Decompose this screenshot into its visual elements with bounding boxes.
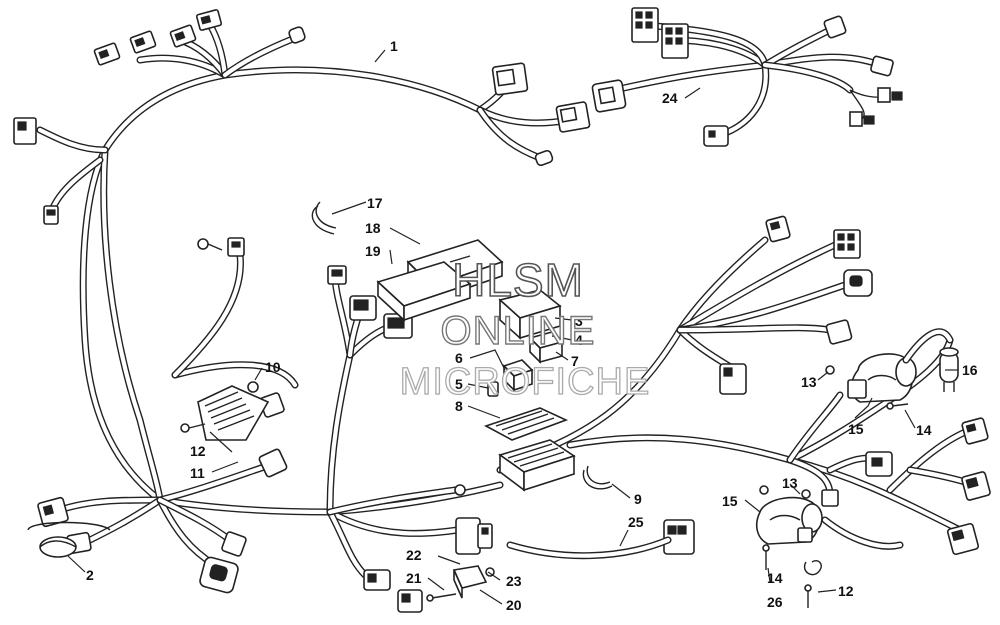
connector-bottom-center-a [455,517,493,555]
fuse-card-8 [483,407,569,441]
voltage-regulator [180,381,270,441]
callout-14-upper: 14 [916,422,932,438]
main-harness [36,21,574,579]
clip-9 [582,465,613,490]
sensor-23 [452,565,495,599]
callout-12-upper: 12 [190,443,206,459]
callout-16: 16 [962,362,978,378]
callout-12-lower: 12 [838,583,854,599]
connector-bottom-center-c [397,589,423,613]
grommet-2 [27,521,111,558]
callout-14-lower: 14 [767,570,783,586]
callout-6: 6 [455,350,463,366]
watermark-line-3: MICROFICHE [400,361,651,403]
connector-right-b [833,229,861,259]
connector-right-j [821,489,839,507]
callout-24: 24 [662,90,678,106]
connectors [13,7,991,613]
callout-26: 26 [767,594,783,610]
connector-bottom-center-b [363,569,391,591]
connector-right-d [825,319,853,345]
connector-left-small [43,205,59,225]
leader-lines [67,49,958,605]
relay-5 [502,359,534,392]
connector-low-left-a [37,496,69,528]
callout-7: 7 [571,353,579,369]
connector-center-b [349,295,377,321]
connector-ring-terminal [197,238,223,251]
connector-11-plug [258,448,288,478]
callout-13-lower: 13 [782,475,798,491]
ecu-19 [376,261,472,322]
connector-top-small [288,26,306,44]
callout-17: 17 [367,195,383,211]
callout-25: 25 [628,514,644,530]
connector-low-left-c [221,531,247,557]
connector-top-left-1 [93,42,121,66]
connector-24-d [703,125,729,147]
connector-right-i [865,451,893,477]
watermark-line-1: HLSM [452,254,584,306]
callout-8: 8 [455,398,463,414]
connector-right-g [961,471,991,501]
callout-22: 22 [406,547,422,563]
callout-2: 2 [86,567,94,583]
watermark: HLSM ONLINE MICROFICHE [399,253,651,403]
callout-19: 19 [365,243,381,259]
callout-9: 9 [634,491,642,507]
connector-right-f [961,417,989,445]
ignition-coil-15-upper [825,328,954,410]
callout-1: 1 [390,38,398,54]
connector-center-left-a [227,237,245,257]
callout-18: 18 [365,220,381,236]
connector-24-f [870,55,894,77]
connector-24-b [661,23,689,59]
fuse-block [498,439,576,492]
callout-15-upper: 15 [848,421,864,437]
callout-labels: 1 2 3 4 5 6 7 8 9 10 11 12 12 13 13 14 1… [86,38,978,613]
connector-25 [663,519,695,555]
connector-24-g [877,87,903,103]
callout-11: 11 [190,465,205,481]
relay-6 [528,331,564,364]
watermark-line-2: ONLINE [441,309,596,353]
callout-10: 10 [265,359,281,375]
connector-24-h [849,111,875,127]
connector-ring-terminal-2 [454,484,466,496]
callout-15-lower: 15 [722,493,738,509]
connector-top-left-4 [195,9,223,31]
callout-23: 23 [506,573,522,589]
connector-right-c [843,269,873,297]
callout-5: 5 [455,376,463,392]
connector-right-h [946,522,980,556]
connector-right-e [719,363,747,395]
connector-24-e [823,15,847,39]
callout-4: 4 [575,332,583,348]
connector-left-edge [13,117,37,145]
connector-right-a [765,215,791,243]
connector-top-left-2 [129,30,157,54]
callout-20: 20 [506,597,522,613]
callout-3: 3 [575,313,583,329]
diode-5 [487,381,499,397]
connector-top-left-3 [169,24,197,48]
connector-24-c [591,79,627,113]
connector-center-a [327,265,347,285]
spark-plug-cap-16 [939,347,959,392]
callout-13-upper: 13 [801,374,817,390]
screw-21 [426,593,457,602]
connector-top-center-1 [491,62,529,96]
callout-21: 21 [406,570,422,586]
connector-top-center-2 [555,101,591,133]
ignition-coil-15-lower [755,485,823,608]
relay-3 [498,289,562,340]
clip-17 [311,201,337,235]
connector-24-a [631,7,659,43]
connector-top-center-3 [534,149,554,167]
connector-low-left-d [199,556,239,594]
